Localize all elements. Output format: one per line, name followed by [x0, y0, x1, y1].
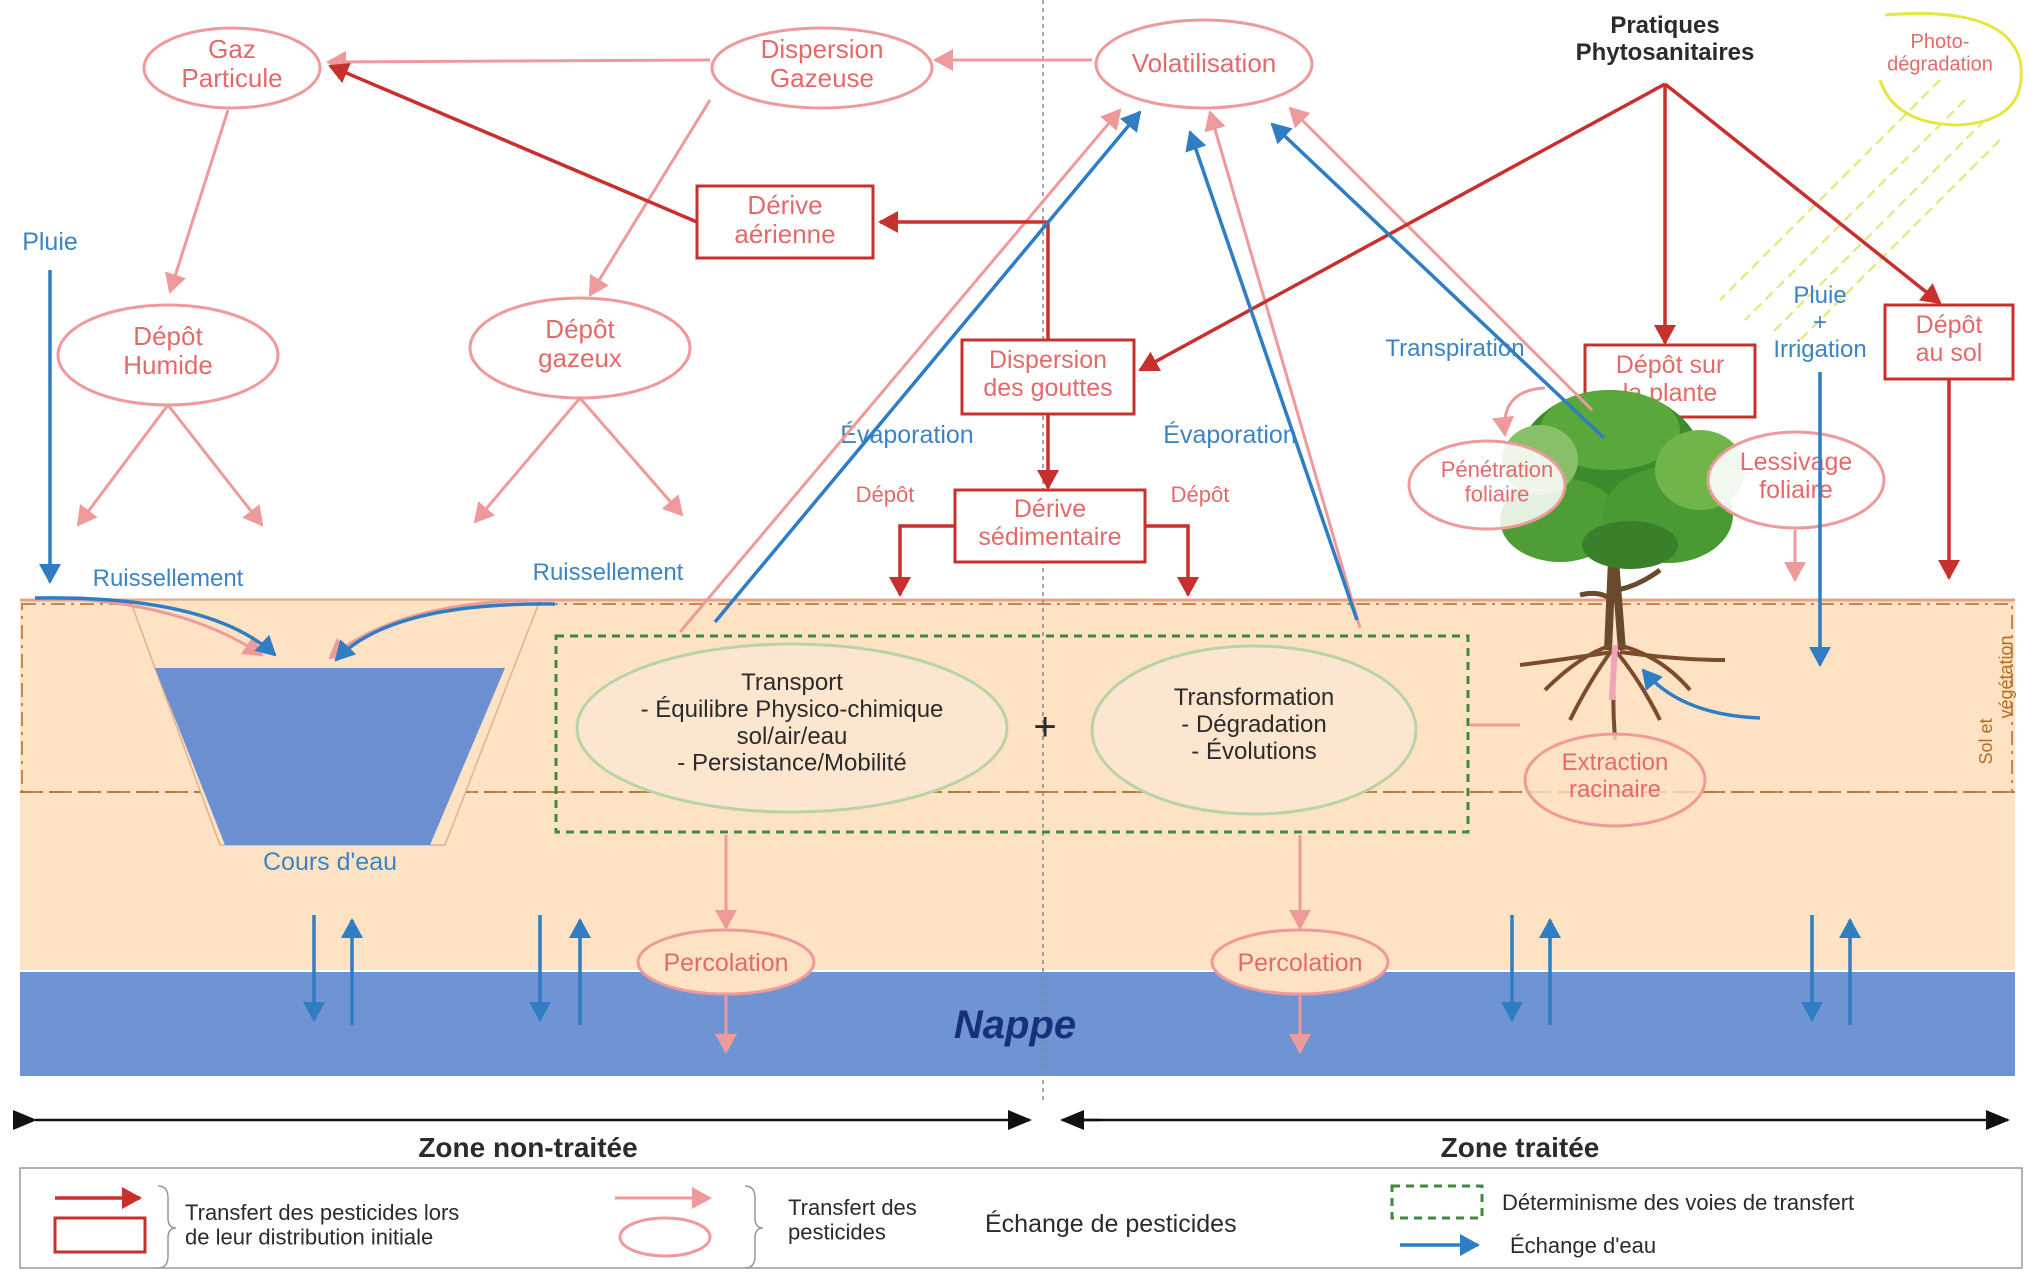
blue-arrows: [34, 110, 1861, 1025]
sun-icon: [1878, 11, 2023, 127]
ruissellement-left-label: Ruissellement: [93, 565, 244, 592]
light-red-arrows: [44, 49, 1806, 1054]
nappe-label: Nappe: [954, 1003, 1076, 1047]
svg-text:Transport- Équilibre Physico-c: Transport- Équilibre Physico-chimiquesol…: [641, 669, 944, 777]
svg-text:Percolation: Percolation: [663, 949, 788, 977]
determinisme-dashed-box: [554, 634, 1470, 834]
zone-traitee-label: Zone traitée: [1441, 1132, 1600, 1163]
svg-text:Déterminisme des voies de tran: Déterminisme des voies de transfert: [1502, 1190, 1854, 1215]
node-volatilisation: Volatilisation: [1094, 18, 1314, 110]
legend-item-determinisme: Déterminisme des voies de transfert: [1390, 1184, 1854, 1220]
sol-vegetation-label: Sol etvégétation: [1976, 635, 2016, 764]
svg-text:Transformation- Dégradation- É: Transformation- Dégradation- Évolutions: [1174, 684, 1335, 765]
transpiration-label: Transpiration: [1385, 335, 1524, 362]
pluie-label: Pluie: [22, 228, 78, 256]
svg-text:Échange d'eau: Échange d'eau: [1510, 1233, 1656, 1258]
node-percolation-right: Percolation: [1210, 928, 1390, 996]
evaporation-right-label: Évaporation: [1163, 420, 1296, 449]
svg-text:Photo-dégradation: Photo-dégradation: [1887, 31, 1993, 75]
zone-non-traitee-label: Zone non-traitée: [418, 1132, 637, 1163]
svg-text:Volatilisation: Volatilisation: [1132, 48, 1277, 78]
node-percolation-left: Percolation: [636, 928, 816, 996]
node-transformation: Transformation- Dégradation- Évolutions: [1090, 644, 1418, 816]
pluie-irrigation-label: Pluie+Irrigation: [1773, 282, 1866, 363]
cours-eau-label: Cours d'eau: [263, 848, 397, 876]
evaporation-left-label: Évaporation: [840, 420, 973, 449]
plus-sign: +: [1033, 705, 1056, 749]
dark-red-arrows: [328, 62, 1960, 597]
river-water: [155, 668, 505, 845]
depot-left-label: Dépôt: [856, 482, 915, 507]
legend-echange-pesticides: Échange de pesticides: [985, 1209, 1237, 1238]
svg-text:Percolation: Percolation: [1237, 949, 1362, 977]
depot-right-label: Dépôt: [1171, 482, 1230, 507]
photodegradation-group: Photo-dégradation: [1719, 11, 2023, 346]
ruissellement-right-label: Ruissellement: [533, 559, 684, 586]
legend-item-echange-eau: Échange d'eau: [1400, 1233, 1656, 1258]
